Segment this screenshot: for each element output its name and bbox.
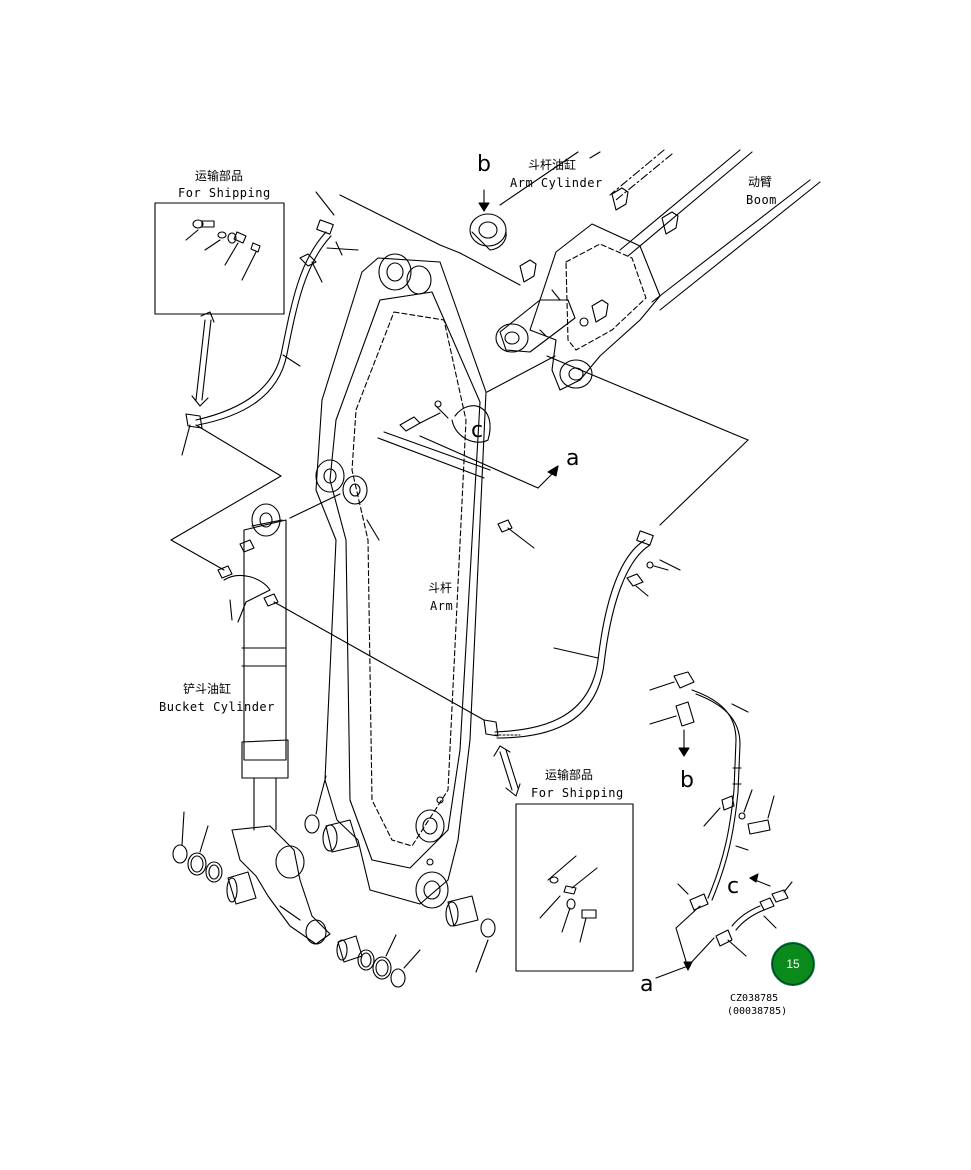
shipping-label-cn-1: 运输部品 xyxy=(195,169,244,183)
drawing-number: CZ038785 xyxy=(730,993,779,1004)
callout-b-detail: b xyxy=(680,768,694,793)
arm-body xyxy=(315,253,535,909)
shipping-box-2 xyxy=(515,803,634,972)
leader-lines-top xyxy=(299,191,461,283)
bucket-cylinder-label-cn: 铲斗油缸 xyxy=(183,682,232,696)
callout-c-arm: c xyxy=(471,418,484,443)
arm-label-cn: 斗杆 xyxy=(428,581,453,595)
shipping-label-cn-2: 运输部品 xyxy=(545,768,594,782)
hose-middle-right xyxy=(483,530,681,739)
arm-cylinder-label-cn: 斗杆油缸 xyxy=(528,158,577,172)
callout-a-detail: a xyxy=(640,972,654,997)
shipping-label-en-2: For Shipping xyxy=(531,786,624,800)
arm-label-en: Arm xyxy=(430,599,454,613)
bushings-and-seals xyxy=(172,775,496,988)
page-badge[interactable]: 15 xyxy=(771,942,815,986)
leader-lines-left xyxy=(170,424,485,721)
shipping-box-1 xyxy=(154,202,285,315)
arrow-a-arm xyxy=(419,435,559,489)
bucket-cylinder-label-en: Bucket Cylinder xyxy=(159,700,275,714)
callout-a-arm: a xyxy=(566,446,580,471)
detail-fittings xyxy=(649,671,793,979)
double-arrow-shipping-2 xyxy=(493,745,521,797)
drawing-number-alt: (00038785) xyxy=(727,1006,788,1017)
shipping-parts-1 xyxy=(185,219,261,281)
bucket-cylinder xyxy=(217,503,331,945)
shipping-label-en-1: For Shipping xyxy=(178,186,271,200)
double-arrow-shipping-1 xyxy=(191,311,215,407)
shipping-parts-2 xyxy=(539,855,598,943)
arm-cylinder-label-en: Arm Cylinder xyxy=(510,176,603,190)
hose-upper-left xyxy=(181,219,334,456)
callout-b-top: b xyxy=(477,152,491,177)
boom-label-en: Boom xyxy=(746,193,777,207)
boom-label-cn: 动臂 xyxy=(748,175,773,189)
boom-and-arm-cylinder xyxy=(459,149,821,526)
callout-c-detail: c xyxy=(727,874,740,899)
